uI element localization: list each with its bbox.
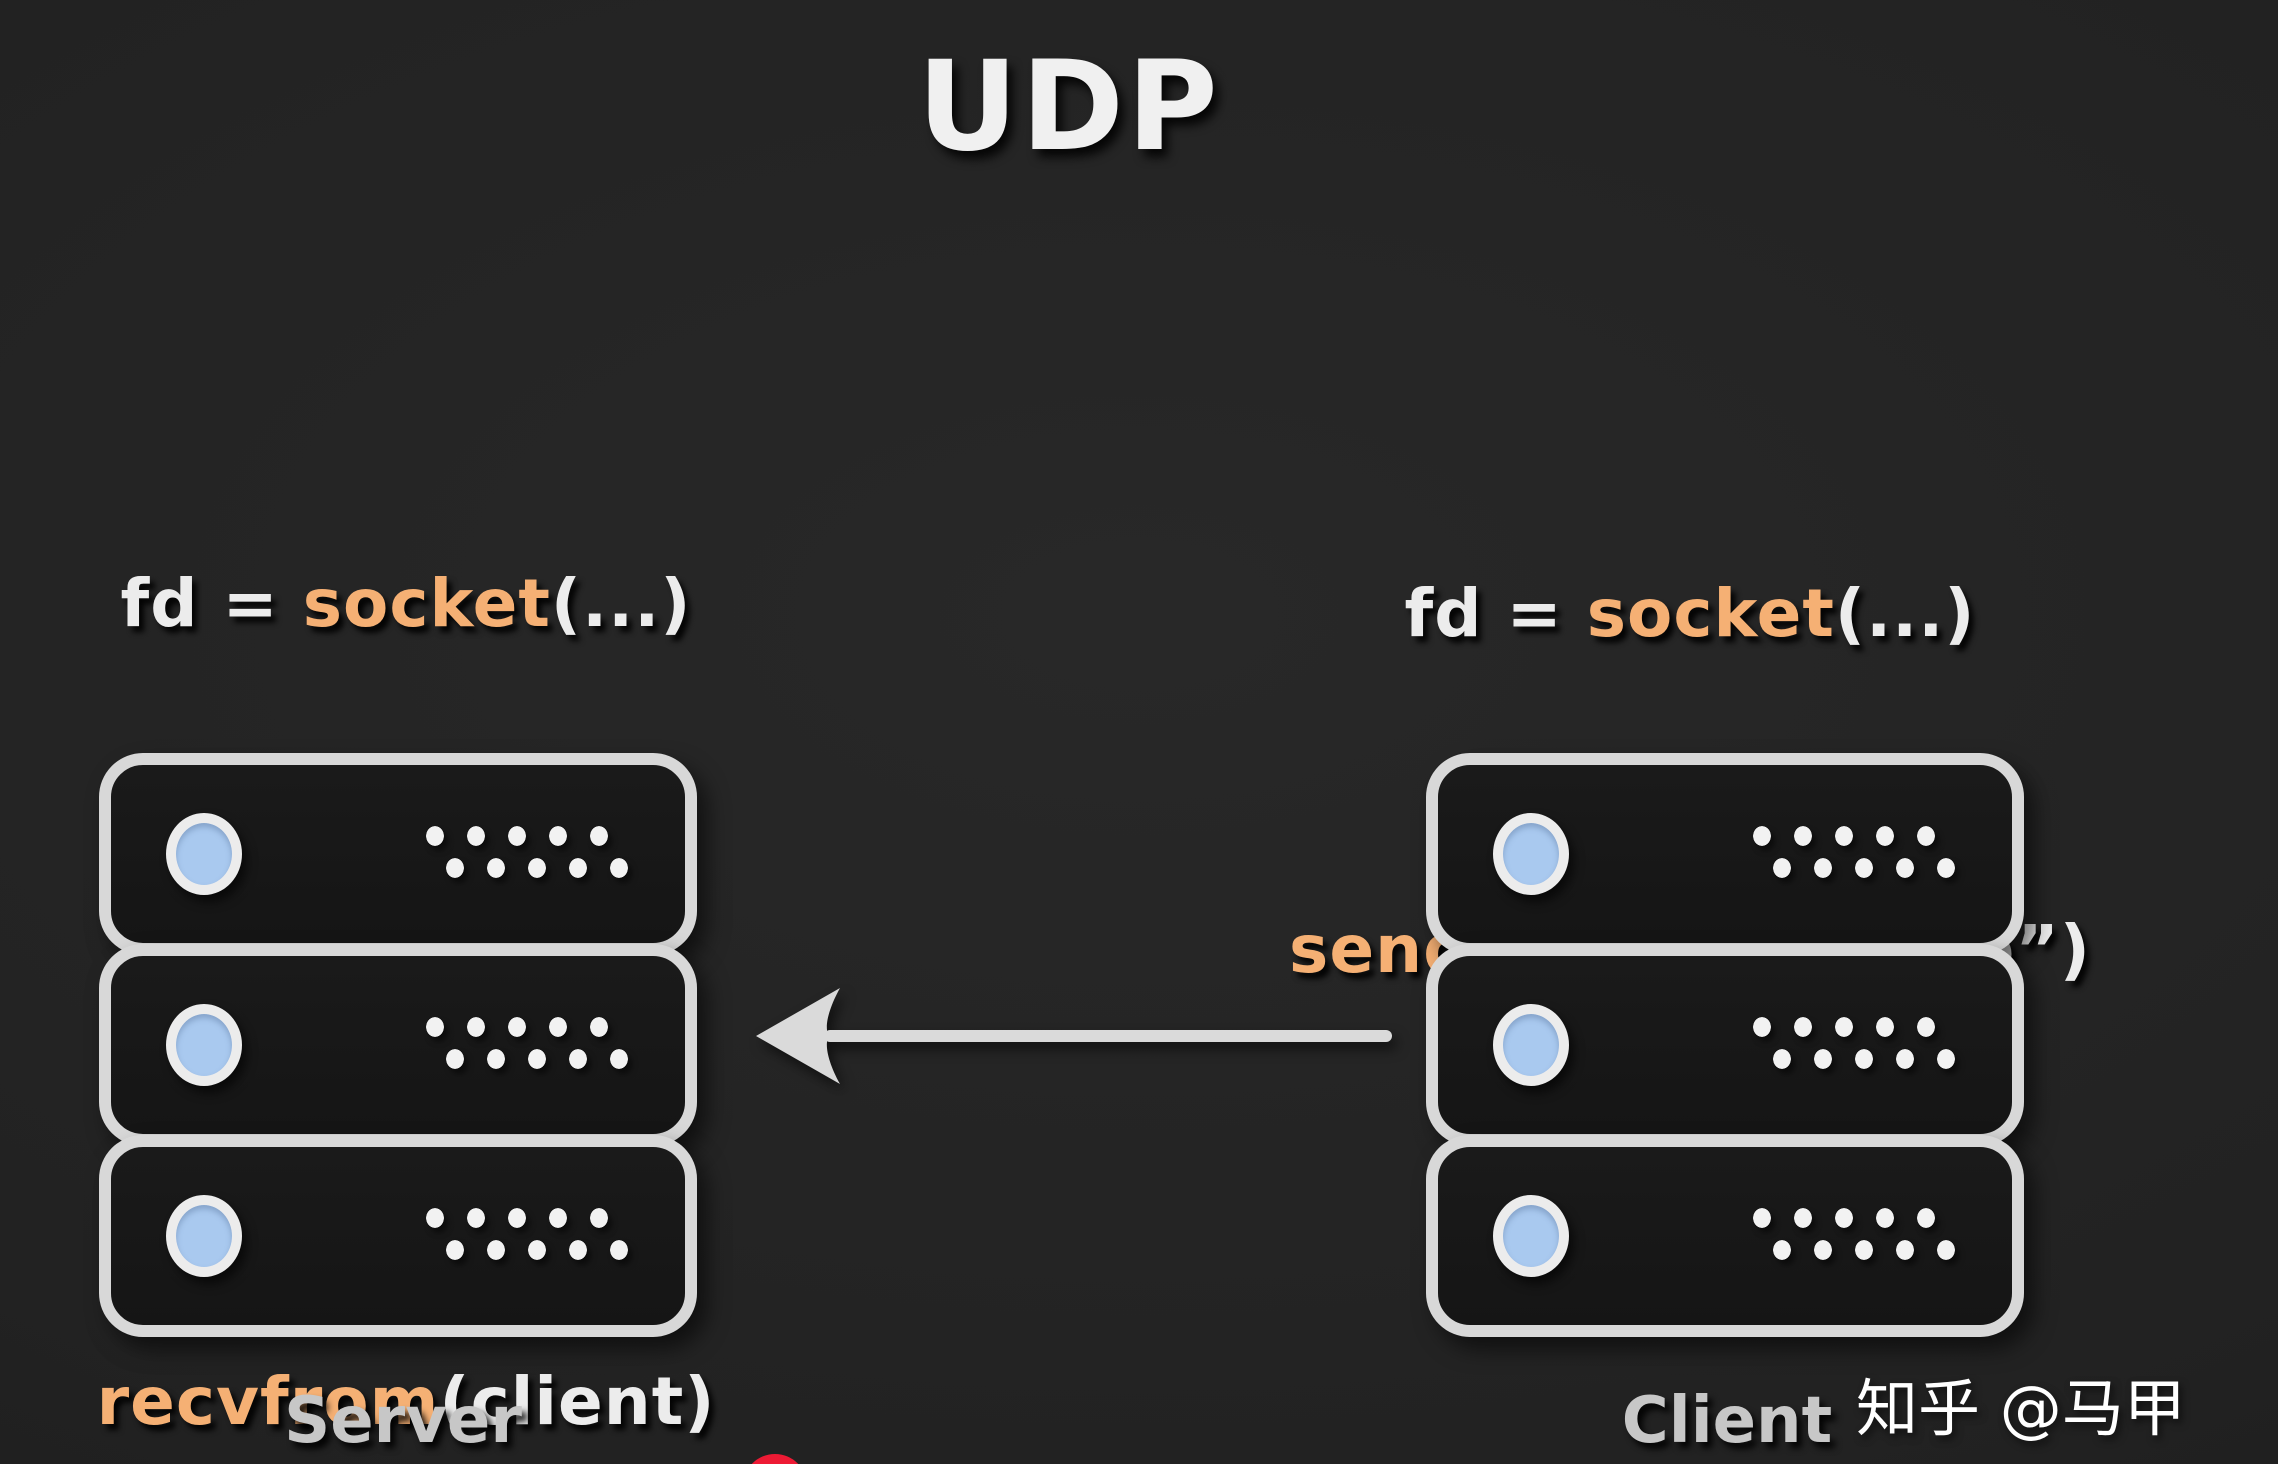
rack-unit <box>99 1135 697 1337</box>
rack-unit <box>1426 753 2024 955</box>
code-segment: fd = <box>1404 575 1587 652</box>
rack-unit <box>99 944 697 1146</box>
rack-unit <box>1426 944 2024 1146</box>
code-segment: fd = <box>120 565 303 642</box>
server-code-line-1: fd = socket(...) <box>1 537 811 670</box>
led-circle-icon <box>166 1004 242 1086</box>
vent-dots-icon <box>425 1013 630 1077</box>
vent-dots-icon <box>1752 1204 1957 1268</box>
server-code-line-3: recvfrom(client) <box>1 1335 811 1464</box>
led-circle-icon <box>1493 1195 1569 1277</box>
led-circle-icon <box>166 813 242 895</box>
code-segment: (client) <box>439 1363 716 1440</box>
watermark: 知乎 @马甲 <box>1856 1372 2186 1445</box>
rack-unit <box>1426 1135 2024 1337</box>
code-function-name: socket <box>1586 575 1835 652</box>
rack-unit <box>99 753 697 955</box>
client-label: Client <box>1621 1384 1833 1458</box>
vent-dots-icon <box>1752 1013 1957 1077</box>
page-title: UDP <box>917 35 1221 179</box>
vent-dots-icon <box>425 1204 630 1268</box>
code-segment: (...) <box>1834 575 1976 652</box>
vent-dots-icon <box>425 822 630 886</box>
code-function-name: socket <box>302 565 551 642</box>
pointer-dot-icon <box>743 1454 807 1464</box>
server-rack-icon <box>99 753 697 1337</box>
client-code-line-1: fd = socket(...) <box>1240 558 2140 670</box>
code-function-name: recvfrom <box>96 1363 440 1440</box>
led-circle-icon <box>1493 813 1569 895</box>
client-rack-icon <box>1426 753 2024 1337</box>
server-label: Server <box>284 1384 522 1458</box>
vent-dots-icon <box>1752 822 1957 886</box>
led-circle-icon <box>1493 1004 1569 1086</box>
led-circle-icon <box>166 1195 242 1277</box>
code-segment: (...) <box>550 565 692 642</box>
